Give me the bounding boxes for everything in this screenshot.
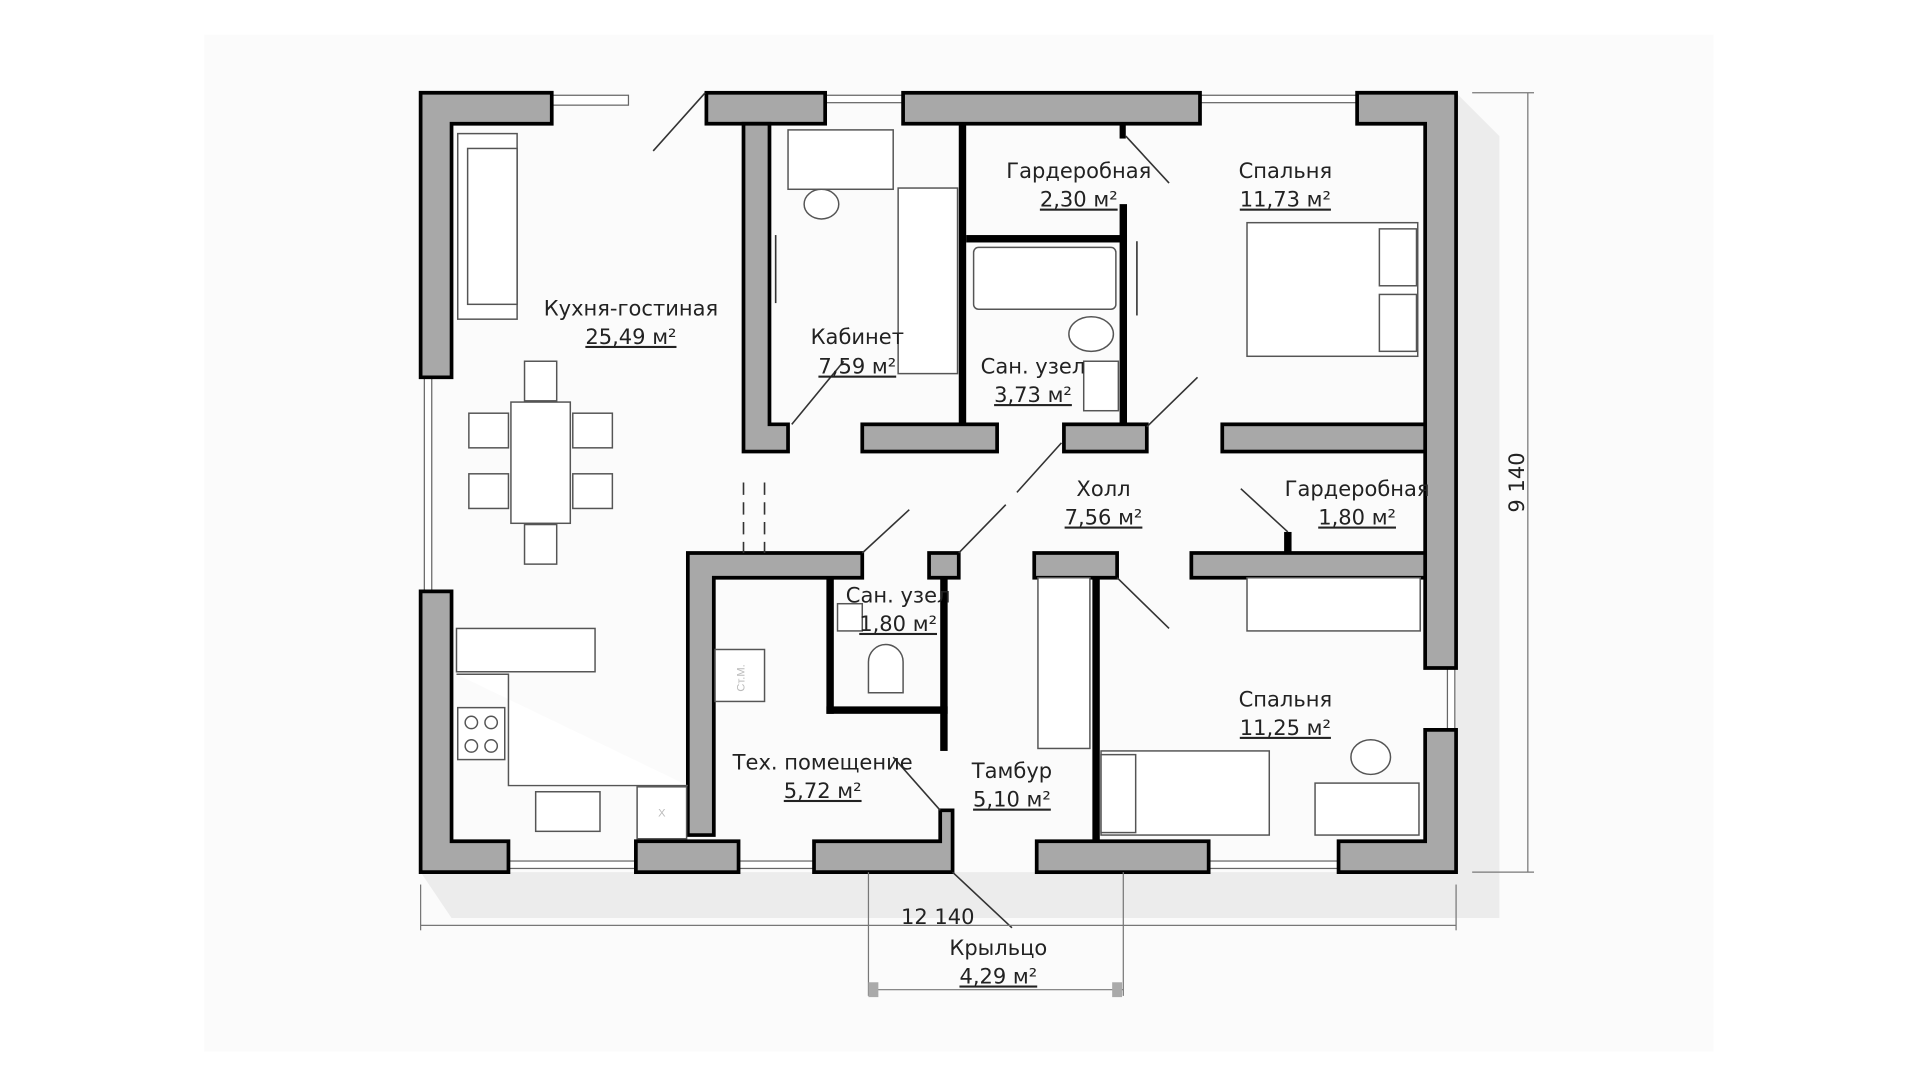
washer-label: Ст.М. — [736, 664, 748, 691]
washing-machine — [714, 648, 766, 703]
toilet-2 — [867, 643, 904, 694]
room-area: 4,29 м² — [959, 964, 1037, 989]
room-name: Тех. помещение — [732, 749, 913, 774]
width-dimension: 12 140 — [901, 904, 975, 929]
room-area: 7,56 м² — [1065, 505, 1143, 530]
dimension-lines: 12 140 9 140 — [420, 92, 1535, 998]
desk-office — [787, 129, 894, 191]
room-area: 1,80 м² — [1318, 505, 1396, 530]
room-area: 25,49 м² — [585, 324, 676, 349]
room-area: 5,10 м² — [973, 787, 1051, 812]
room-name: Тамбур — [971, 758, 1052, 783]
room-name: Гардеробная — [1006, 158, 1151, 183]
toilet-1 — [1068, 315, 1115, 353]
room-name: Холл — [1076, 476, 1130, 501]
room-name: Спальня — [1239, 158, 1333, 183]
room-area: 11,73 м² — [1240, 187, 1331, 212]
dining-table — [510, 401, 572, 525]
walls — [418, 90, 1458, 875]
cooktop — [456, 706, 506, 761]
room-name: Крыльцо — [949, 935, 1047, 960]
room-name: Спальня — [1239, 686, 1333, 711]
room-area: 2,30 м² — [1040, 187, 1118, 212]
room-name: Сан. узел — [846, 582, 951, 607]
room-area: 3,73 м² — [994, 382, 1072, 407]
desk-bedroom — [1314, 782, 1420, 836]
bathtub — [972, 246, 1117, 311]
sofa-office — [897, 187, 959, 375]
sink-1 — [1082, 360, 1120, 412]
room-area: 7,59 м² — [818, 354, 896, 379]
doors — [652, 92, 1289, 929]
wardrobe-vestibule — [1037, 576, 1091, 750]
wardrobe-2 — [1246, 576, 1421, 632]
room-name: Гардеробная — [1285, 476, 1430, 501]
room-area: 5,72 м² — [784, 778, 862, 803]
room-area: 11,25 м² — [1240, 715, 1331, 740]
room-name: Сан. узел — [981, 354, 1086, 379]
furniture: Х Ст.М. — [455, 129, 1421, 840]
room-labels: Кухня-гостиная 25,49 м² Кабинет 7,59 м² … — [544, 158, 1430, 988]
room-name: Кабинет — [811, 324, 904, 349]
kitchen-island — [455, 627, 596, 673]
room-area: 1,80 м² — [859, 611, 937, 636]
fridge — [636, 786, 688, 840]
height-dimension: 9 140 — [1504, 452, 1529, 512]
fridge-label: Х — [658, 807, 666, 819]
kitchen-sink — [534, 791, 601, 833]
sink-2 — [836, 602, 864, 632]
room-name: Кухня-гостиная — [544, 295, 718, 320]
